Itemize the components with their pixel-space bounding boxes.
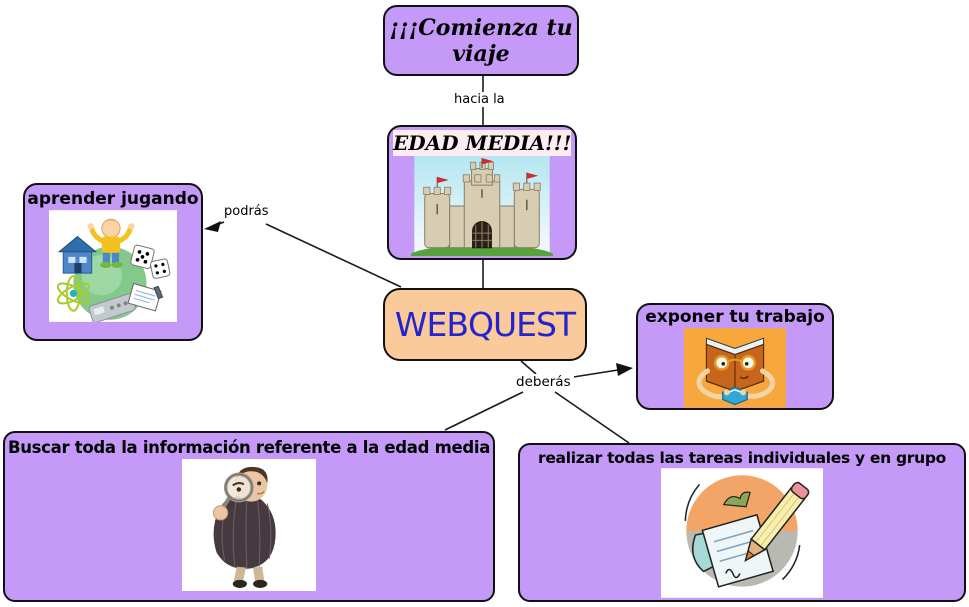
pencil-writing-note-image (661, 468, 823, 599)
node-comienza-label: ¡¡¡Comienza tu viaje (389, 14, 573, 67)
connector-line (566, 369, 619, 379)
node-realizar-tareas[interactable]: realizar todas las tareas individuales y… (518, 443, 966, 602)
node-comienza-tu-viaje[interactable]: ¡¡¡Comienza tu viaje (383, 5, 579, 76)
node-exponer-label: exponer tu trabajo (645, 307, 825, 327)
connector-line (554, 391, 630, 444)
node-buscar-label: Buscar toda la información referente a l… (7, 438, 491, 457)
node-exponer-tu-trabajo[interactable]: exponer tu trabajo (636, 303, 834, 410)
node-realizar-label: realizar todas las tareas individuales y… (538, 449, 946, 467)
node-aprender-jugando[interactable]: aprender jugando (23, 183, 203, 341)
node-aprender-label: aprender jugando (27, 189, 199, 209)
connector-line (520, 360, 537, 375)
node-webquest-label: WEBQUEST (394, 305, 576, 344)
reading-book-character-image (684, 328, 786, 408)
link-label-podras[interactable]: podrás (221, 204, 272, 219)
connector-line (444, 391, 524, 431)
node-buscar-informacion[interactable]: Buscar toda la información referente a l… (3, 431, 495, 602)
connector-line (265, 223, 402, 288)
node-edad-media-label: EDAD MEDIA!!! (393, 130, 572, 156)
node-webquest[interactable]: WEBQUEST (383, 288, 587, 361)
link-label-hacia-la[interactable]: hacia la (451, 92, 508, 107)
node-edad-media[interactable]: EDAD MEDIA!!! (387, 125, 577, 260)
child-learning-games-image (49, 210, 177, 323)
arrowhead-icon (204, 221, 221, 232)
arrowhead-icon (616, 363, 633, 376)
link-label-deberas[interactable]: deberás (513, 374, 574, 390)
castle-image (411, 156, 553, 256)
person-magnifying-glass-image (182, 458, 316, 591)
